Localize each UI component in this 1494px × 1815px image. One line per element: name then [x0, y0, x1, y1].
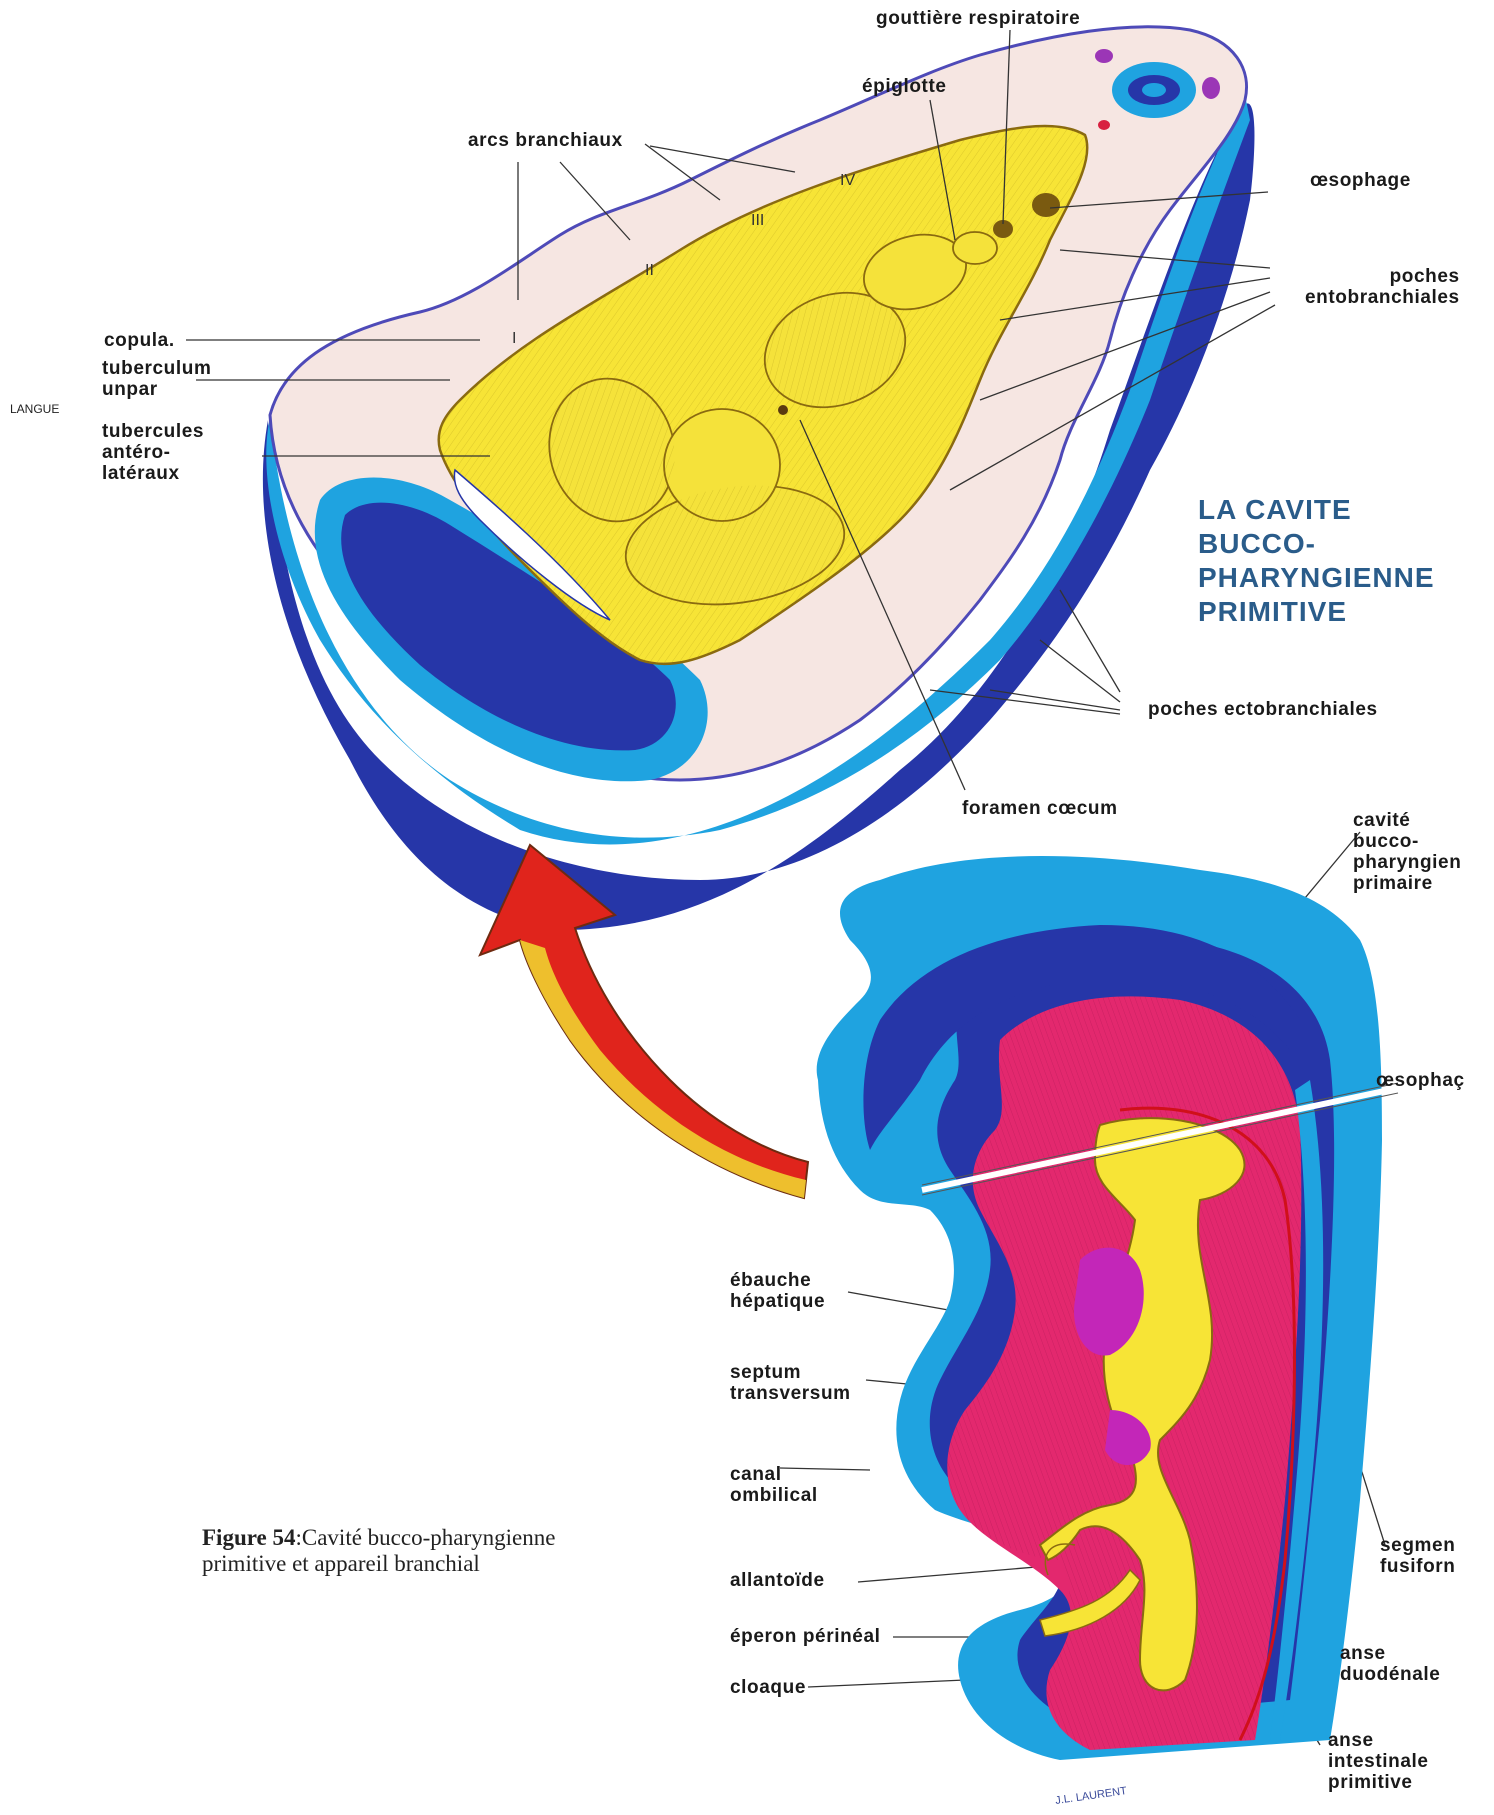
embryo [817, 856, 1398, 1760]
label-tuberculum: tuberculum unpar [102, 358, 211, 400]
label-anse-duodenale: anse duodénale [1340, 1643, 1440, 1685]
label-copula: copula. [104, 330, 175, 351]
langue-label: LANGUE [10, 402, 59, 416]
arc-III: III [751, 212, 764, 230]
label-anse-intestinale: anse intestinale primitive [1328, 1730, 1429, 1793]
label-poches-ecto: poches ectobranchiales [1148, 699, 1378, 720]
arc-I: I [512, 330, 516, 348]
caption-text: :Cavité bucco-pharyngienne [295, 1525, 555, 1550]
label-epiglotte: épiglotte [862, 76, 947, 97]
figure-caption: Figure 54:Cavité bucco-pharyngienne prim… [202, 1525, 555, 1577]
arc-II: II [645, 262, 654, 280]
label-allantoide: allantoïde [730, 1570, 825, 1591]
label-ebauche: ébauche hépatique [730, 1270, 825, 1312]
label-oesophage: œsophage [1310, 170, 1411, 191]
figure-number: Figure 54 [202, 1525, 295, 1550]
label-arcs: arcs branchiaux [468, 130, 623, 151]
label-tubercules: tubercules antéro- latéraux [102, 421, 204, 484]
arc-IV: IV [840, 172, 855, 190]
label-segmen: segmen fusiforn [1380, 1535, 1456, 1577]
label-foramen: foramen cœcum [962, 798, 1118, 819]
caption-line-2: primitive et appareil branchial [202, 1551, 480, 1576]
label-canal: canal ombilical [730, 1464, 818, 1506]
label-poches-ento: poches entobranchiales [1305, 266, 1460, 308]
label-septum: septum transversum [730, 1362, 851, 1404]
label-oesophag: œsophaç [1376, 1070, 1465, 1091]
label-eperon: éperon périnéal [730, 1626, 881, 1647]
top-slab [263, 27, 1255, 930]
label-cloaque: cloaque [730, 1677, 806, 1698]
label-cavite: cavité bucco- pharyngien primaire [1353, 810, 1461, 894]
diagram-title: LA CAVITE BUCCO- PHARYNGIENNE PRIMITIVE [1198, 493, 1435, 629]
label-gouttiere: gouttière respiratoire [876, 8, 1080, 29]
